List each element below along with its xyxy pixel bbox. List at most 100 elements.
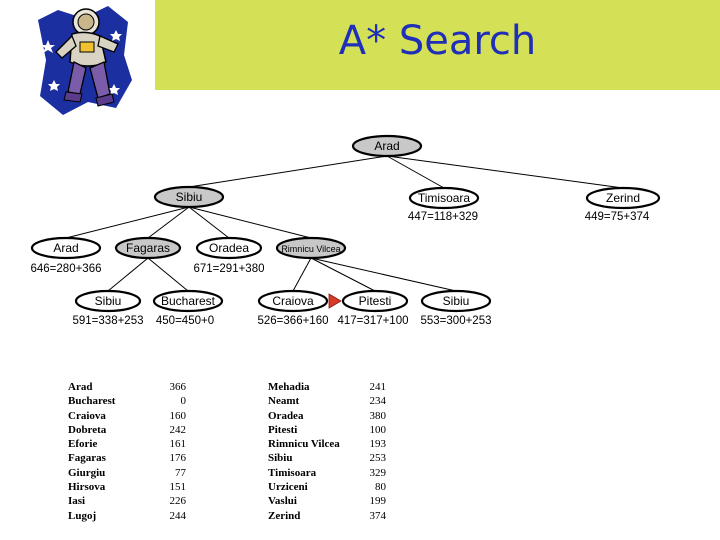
node-ellipse xyxy=(351,134,423,158)
table-row: Bucharest 0 xyxy=(68,394,186,408)
city-name: Eforie xyxy=(68,438,98,451)
heuristic-value: 80 xyxy=(375,481,386,494)
f-value-label: 450=450+0 xyxy=(156,315,214,327)
city-name: Pitesti xyxy=(268,423,298,436)
table-row: Rimnicu Vilcea 193 xyxy=(268,437,386,451)
heuristic-value: 234 xyxy=(369,395,387,408)
tree-node-arad-root: Arad xyxy=(351,134,423,158)
node-label: Arad xyxy=(374,139,399,153)
table-row: Fagaras 176 xyxy=(68,451,186,465)
city-name: Arad xyxy=(68,381,93,393)
f-value-label: 449=75+374 xyxy=(585,211,650,223)
astronaut-icon xyxy=(38,6,132,115)
heuristic-value: 253 xyxy=(369,452,387,465)
city-name: Dobreta xyxy=(68,423,107,436)
tree-edge-fagaras-bucharest xyxy=(147,257,189,292)
heuristic-value: 0 xyxy=(180,395,187,408)
node-label: Sibiu xyxy=(176,190,203,204)
node-label: Sibiu xyxy=(95,294,122,308)
heuristic-value: 100 xyxy=(369,423,387,436)
tree-edge-arad-root-zerind xyxy=(386,155,624,189)
f-value-label: 671=291+380 xyxy=(194,263,265,275)
tree-node-craiova: Craiova 526=366+160 xyxy=(257,289,329,327)
node-label: Bucharest xyxy=(161,294,216,308)
f-value-label: 553=300+253 xyxy=(421,315,492,327)
node-label: Oradea xyxy=(209,241,249,255)
table-row: Lugoj 244 xyxy=(68,509,186,523)
tree-node-zerind: Zerind 449=75+374 xyxy=(585,186,661,223)
tree-edge-sibiu-1-rimnicu xyxy=(188,206,312,239)
table-row: Timisoara 329 xyxy=(268,466,386,480)
heuristic-value: 193 xyxy=(369,438,387,451)
table-row: Dobreta 242 xyxy=(68,423,186,437)
node-ellipse xyxy=(341,289,409,313)
slide-title: A* Search xyxy=(338,18,537,64)
tree-edge-rimnicu-sibiu-3b xyxy=(310,257,457,292)
title-bar xyxy=(155,0,720,90)
node-label: Fagaras xyxy=(126,241,170,255)
tree-node-bucharest: Bucharest 450=450+0 xyxy=(152,289,224,327)
city-name: Oradea xyxy=(268,409,304,422)
tree-edge-rimnicu-craiova xyxy=(292,257,312,292)
heuristic-value: 366 xyxy=(169,381,187,393)
city-name: Bucharest xyxy=(68,395,116,408)
node-ellipse xyxy=(152,289,224,313)
table-row: Arad 366 xyxy=(68,380,186,394)
table-row: Urziceni 80 xyxy=(268,480,386,494)
node-ellipse xyxy=(408,186,480,210)
table-row: Vaslui 199 xyxy=(268,494,386,508)
city-name: Mehadia xyxy=(268,381,310,393)
heuristic-value: 242 xyxy=(169,423,187,436)
tree-node-sibiu-1: Sibiu xyxy=(153,185,225,209)
tree-edge-rimnicu-pitesti xyxy=(310,257,376,292)
heuristic-value: 241 xyxy=(369,381,387,393)
table-row: Giurgiu 77 xyxy=(68,466,186,480)
tree-edge-sibiu-1-arad-2 xyxy=(65,206,190,239)
tree-edge-fagaras-sibiu-3a xyxy=(107,257,149,292)
city-name: Rimnicu Vilcea xyxy=(268,438,340,451)
heuristic-value: 244 xyxy=(169,509,187,522)
city-name: Vaslui xyxy=(268,495,297,508)
node-ellipse xyxy=(30,236,102,260)
node-label: Timisoara xyxy=(418,191,471,205)
city-name: Iasi xyxy=(68,495,86,508)
node-label: Craiova xyxy=(272,294,314,308)
table-row: Sibiu 253 xyxy=(268,451,386,465)
heuristic-value: 226 xyxy=(169,495,187,508)
table-row: Mehadia 241 xyxy=(268,380,386,394)
city-name: Hirsova xyxy=(68,481,106,494)
heuristic-value: 199 xyxy=(369,495,387,508)
city-name: Timisoara xyxy=(268,466,317,479)
heuristic-value: 176 xyxy=(169,452,187,465)
heuristic-value: 160 xyxy=(169,409,187,422)
city-name: Urziceni xyxy=(268,481,308,494)
tree-node-sibiu-3a: Sibiu 591=338+253 xyxy=(73,289,144,327)
f-value-label: 526=366+160 xyxy=(258,315,329,327)
node-label: Zerind xyxy=(606,191,640,205)
city-name: Lugoj xyxy=(68,509,97,522)
tree-edge-arad-root-timisoara xyxy=(386,155,445,189)
node-ellipse xyxy=(257,289,329,313)
node-ellipse xyxy=(74,289,142,313)
city-name: Giurgiu xyxy=(68,466,106,479)
heuristic-value: 374 xyxy=(369,509,387,522)
city-name: Fagaras xyxy=(68,452,106,465)
heuristic-value: 329 xyxy=(369,466,387,479)
node-ellipse xyxy=(585,186,661,210)
city-name: Sibiu xyxy=(268,452,293,465)
node-ellipse xyxy=(420,289,492,313)
heuristic-value: 77 xyxy=(175,466,186,479)
f-value-label: 591=338+253 xyxy=(73,315,144,327)
tree-node-rimnicu: Rimnicu Vilcea xyxy=(275,236,347,260)
